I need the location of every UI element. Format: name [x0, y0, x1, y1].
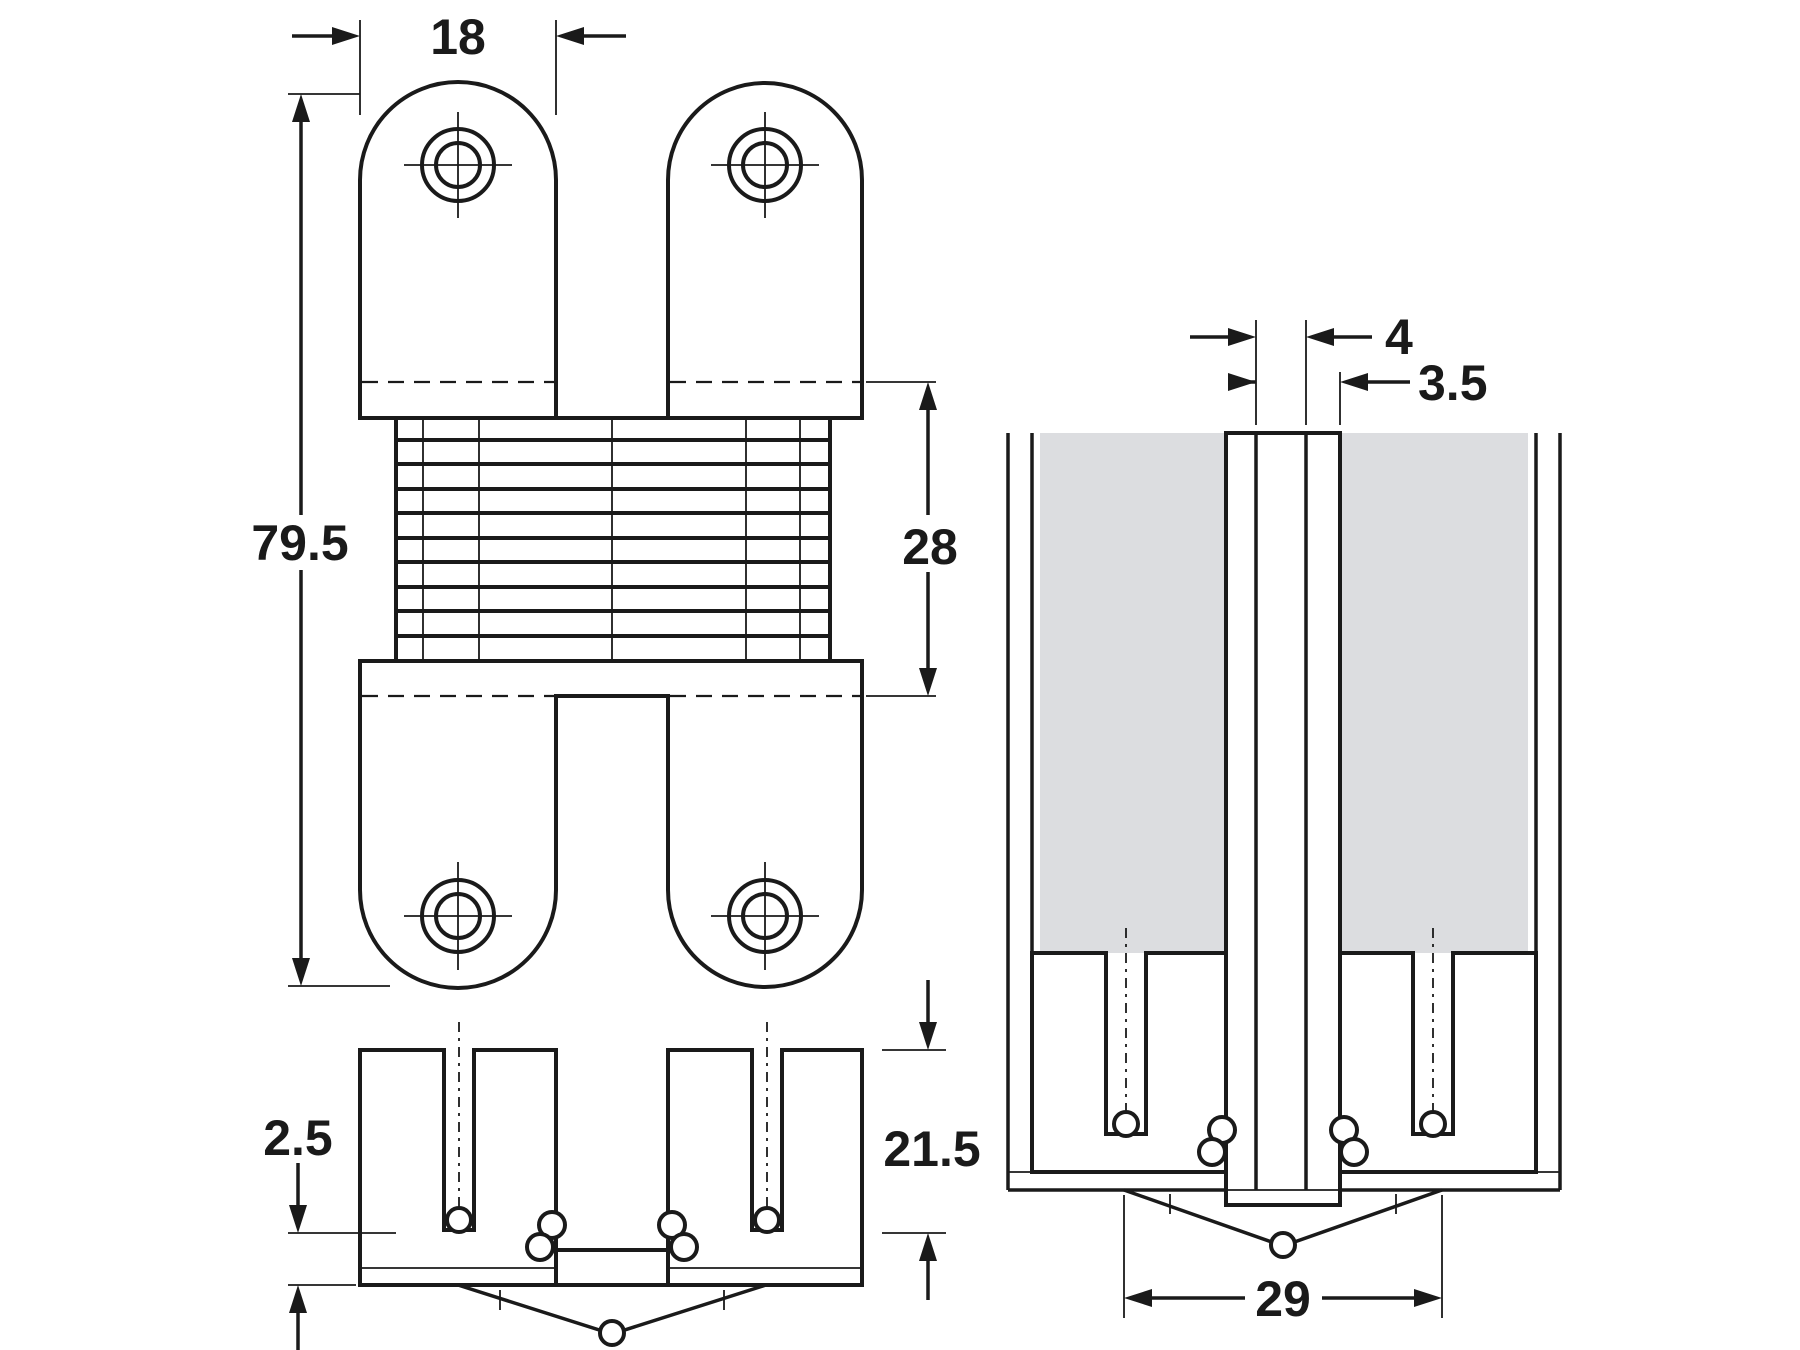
knuckle-plate-4	[394, 487, 832, 515]
upper-left-leaf	[358, 80, 558, 420]
knuckle-plate-9	[394, 609, 832, 638]
bottom-view: 2.5 21.5	[263, 980, 981, 1350]
left-door-panel	[1040, 433, 1226, 953]
dimension-label-21-5: 21.5	[883, 1121, 980, 1177]
right-door-panel	[1340, 433, 1528, 953]
dimension-label-29: 29	[1255, 1271, 1311, 1327]
dimension-label-2-5: 2.5	[263, 1110, 333, 1166]
dimension-21-5: 21.5	[882, 980, 981, 1300]
dimension-label-3-5: 3.5	[1418, 355, 1488, 411]
knuckle-plate-2	[394, 438, 832, 466]
dimension-79-5: 79.5	[251, 93, 390, 987]
knuckle-assembly	[394, 416, 832, 663]
side-view: 4 3.5 29	[1006, 309, 1562, 1327]
knuckle-plate-6	[394, 536, 832, 564]
right-hinge-body	[1338, 951, 1538, 1174]
knuckle-plate-8	[394, 585, 832, 613]
lower-left-screw-hole	[404, 862, 512, 970]
bottom-left-block	[358, 1048, 558, 1287]
dimension-2-5: 2.5	[263, 1110, 396, 1350]
dimension-3-5: 3.5	[1228, 355, 1488, 425]
dimension-label-4: 4	[1385, 309, 1413, 365]
bottom-right-block	[666, 1048, 864, 1287]
knuckle-plate-3	[394, 462, 832, 491]
dimension-29: 29	[1123, 1195, 1443, 1327]
dimension-18: 18	[292, 9, 626, 115]
dimension-label-18: 18	[430, 9, 486, 65]
center-pin	[1224, 431, 1342, 1207]
dimension-label-79-5: 79.5	[251, 515, 348, 571]
dimension-4: 4	[1190, 309, 1413, 425]
knuckle-plate-1	[394, 416, 832, 442]
upper-right-leaf	[666, 81, 864, 420]
knuckle-plate-7	[394, 560, 832, 589]
upper-left-screw-hole	[404, 112, 512, 218]
dimension-28: 28	[866, 381, 958, 697]
front-view: 18 79.5 28	[251, 9, 958, 990]
lower-right-screw-hole	[711, 862, 819, 970]
left-hinge-body	[1030, 951, 1228, 1174]
dimension-label-28: 28	[902, 519, 958, 575]
knuckle-plate-5	[394, 511, 832, 540]
bottom-pin-slot	[554, 1248, 670, 1287]
knuckle-plate-10	[394, 634, 832, 663]
upper-right-screw-hole	[711, 112, 819, 218]
